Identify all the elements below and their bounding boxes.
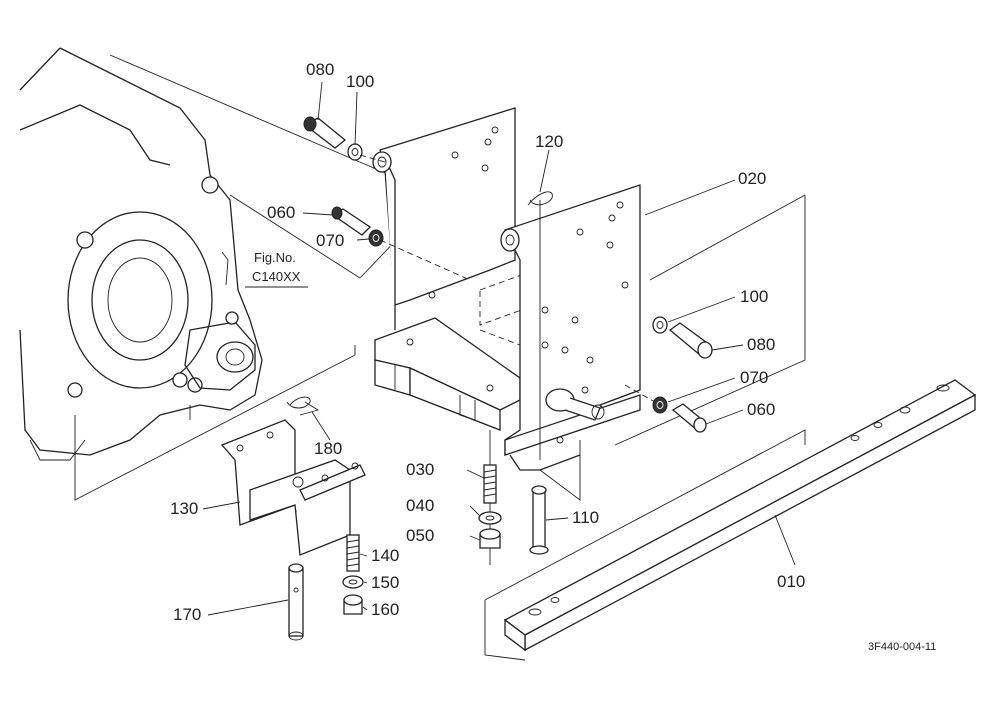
part-label-070-upper: 070 [316, 231, 344, 250]
bracket-plate-rear [372, 107, 516, 330]
stud-030 [483, 430, 497, 504]
part-label-120: 120 [535, 132, 563, 151]
nut-070-upper [368, 229, 384, 247]
transmission-housing [19, 47, 263, 461]
bolt-060-lower [671, 403, 707, 433]
part-label-160: 160 [371, 600, 399, 619]
part-label-100-lower: 100 [740, 287, 768, 306]
bolt-080-lower [668, 322, 713, 359]
washer-100-upper [347, 143, 363, 161]
figure-reference-line1: Fig.No. [254, 250, 296, 265]
snap-pin-120 [527, 191, 553, 460]
part-label-040: 040 [406, 496, 434, 515]
part-label-050: 050 [406, 526, 434, 545]
part-label-170: 170 [173, 605, 201, 624]
part-label-030: 030 [406, 460, 434, 479]
part-label-100-upper: 100 [346, 72, 374, 91]
bracket-130 [220, 419, 366, 556]
bracket-plate-front [500, 184, 641, 471]
washer-100-lower [652, 316, 668, 334]
nut-050 [479, 528, 501, 549]
figure-reference: Fig.No. C140XX [245, 250, 308, 288]
part-label-060-lower: 060 [747, 400, 775, 419]
bolt-080-upper [303, 116, 347, 149]
pin-170 [288, 563, 304, 641]
part-label-140: 140 [371, 546, 399, 565]
assembly-guide-frame-right [489, 194, 806, 565]
snap-pin-180 [286, 396, 320, 416]
part-label-180: 180 [314, 439, 342, 458]
part-label-070-lower: 070 [740, 368, 768, 387]
leader-lines [202, 81, 796, 616]
pin-110 [529, 485, 549, 555]
nut-160 [343, 594, 363, 615]
part-label-010: 010 [777, 572, 805, 591]
part-label-130: 130 [170, 499, 198, 518]
mounting-base [374, 269, 631, 431]
part-label-020: 020 [738, 169, 766, 188]
nut-070-lower [652, 396, 668, 414]
drawing-code: 3F440-004-11 [868, 641, 936, 653]
bolt-060-upper [331, 206, 372, 236]
part-label-150: 150 [371, 573, 399, 592]
part-label-110: 110 [572, 508, 599, 527]
stud-140 [346, 534, 360, 572]
washer-040 [478, 511, 502, 525]
part-label-080-lower: 080 [747, 335, 775, 354]
part-label-080-upper: 080 [306, 60, 334, 79]
drawbar-010 [484, 379, 977, 661]
washer-150 [342, 575, 364, 589]
figure-reference-line2: C140XX [252, 269, 301, 284]
part-label-060-upper: 060 [267, 203, 295, 222]
part-number-labels: 080 100 120 020 060 070 100 080 070 060 … [170, 60, 805, 624]
